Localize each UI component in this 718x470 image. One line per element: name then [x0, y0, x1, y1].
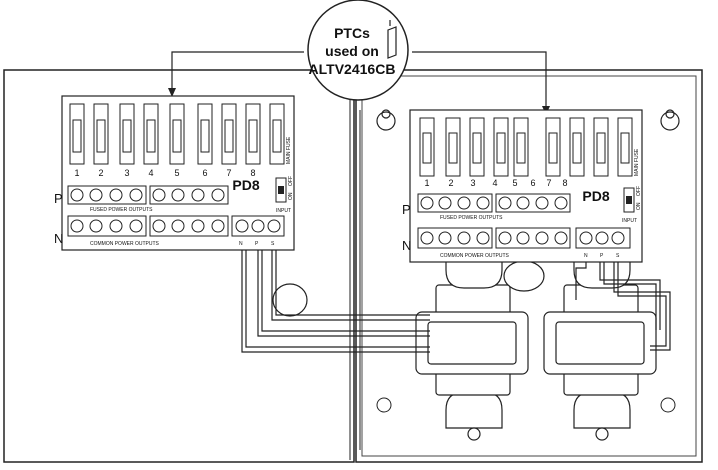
fuse-number: 6	[530, 178, 535, 188]
fuse-number: 2	[98, 168, 103, 178]
input-terminal-p: P	[600, 253, 604, 259]
input-label: INPUT	[276, 208, 291, 214]
input-label: INPUT	[622, 218, 637, 224]
off-label: OFF	[636, 186, 642, 196]
input-terminal-s: S	[271, 241, 275, 247]
fused-output-terminals	[417, 193, 571, 213]
switch-lever	[278, 186, 284, 194]
callout-leaders	[171, 51, 547, 108]
fuse-number: 4	[492, 178, 497, 188]
common-output-terminals	[417, 227, 571, 249]
row-p-label: P	[54, 191, 63, 206]
fused-outputs-label: FUSED POWER OUTPUTS	[90, 207, 153, 213]
fuse-number: 5	[512, 178, 517, 188]
callout-line-2: used on	[325, 43, 379, 59]
main-fuse-label: MAIN FUSE	[286, 136, 292, 164]
off-label: OFF	[288, 176, 294, 186]
right-enclosure-inner	[361, 75, 697, 457]
input-terminals	[575, 227, 631, 249]
common-outputs-label: COMMON POWER OUTPUTS	[90, 241, 160, 247]
pd8-board-left: 1 2 3 4 5 6 7 8 MAIN FUSE PD8 ON OFF INP…	[54, 95, 295, 251]
ptc-callout-bubble	[307, 0, 409, 101]
keyhole-mount-right	[660, 109, 680, 131]
knockout-hole	[272, 283, 308, 317]
fuse-number: 1	[424, 178, 429, 188]
fuse-number: 8	[562, 178, 567, 188]
input-terminal-p: P	[255, 241, 259, 247]
main-fuse-label: MAIN FUSE	[634, 148, 640, 176]
transformer-left	[415, 255, 529, 441]
pd8-board-right: 1 2 3 4 5 6 7 8 MAIN FUSE PD8 ON OFF INP…	[402, 109, 643, 263]
input-terminal-n: N	[584, 253, 588, 259]
input-terminal-s: S	[616, 253, 620, 259]
switch-lever	[626, 196, 632, 204]
fuse-number: 2	[448, 178, 453, 188]
row-n-label: N	[54, 231, 63, 246]
mount-hole-left-bottom	[376, 397, 392, 413]
keyhole-mount-left	[376, 109, 396, 131]
row-n-label: N	[402, 238, 411, 253]
fuse-number: 4	[148, 168, 153, 178]
ptc-component-icon	[387, 20, 397, 59]
on-label: ON	[288, 192, 294, 200]
common-outputs-label: COMMON POWER OUTPUTS	[440, 253, 510, 259]
fuse-row	[419, 117, 633, 177]
input-terminal-n: N	[239, 241, 243, 247]
callout-line-3: ALTV2416CB	[309, 61, 396, 77]
board-name: PD8	[232, 177, 259, 193]
row-p-label: P	[402, 202, 411, 217]
transformer-right	[543, 255, 657, 441]
fuse-number: 3	[124, 168, 129, 178]
fuse-number: 1	[74, 168, 79, 178]
fuse-number: 7	[546, 178, 551, 188]
arrow-head-left	[168, 88, 176, 97]
fused-outputs-label: FUSED POWER OUTPUTS	[440, 215, 503, 221]
common-output-terminals	[67, 215, 229, 237]
input-terminals	[231, 215, 285, 237]
on-label: ON	[636, 202, 642, 210]
fuse-number: 8	[250, 168, 255, 178]
fuse-number: 6	[202, 168, 207, 178]
board-name: PD8	[582, 188, 609, 204]
mount-hole-right-bottom	[660, 397, 676, 413]
fuse-row	[69, 103, 285, 165]
fused-output-terminals	[67, 185, 229, 205]
fuse-number: 5	[174, 168, 179, 178]
wiring	[241, 232, 671, 353]
fuse-number: 3	[470, 178, 475, 188]
fuse-number: 7	[226, 168, 231, 178]
callout-line-1: PTCs	[334, 25, 370, 41]
